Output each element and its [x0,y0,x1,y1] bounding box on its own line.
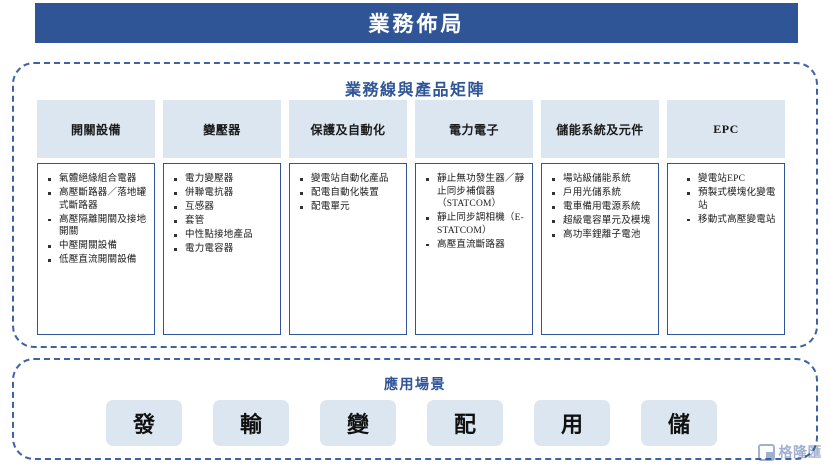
page-title-banner: 業務佈局 [35,3,798,43]
scenario-chip-row: 發 輸 變 配 用 儲 [106,400,717,446]
product-list-item: 戶用光儲系統 [546,187,654,200]
product-list: 氣體絕緣組合電器 高壓斷路器／落地罐式斷路器 高壓隔離開關及接地開關 中壓開關設… [42,173,150,267]
business-matrix-title: 業務線與產品矩陣 [344,82,485,99]
page-title: 業務佈局 [368,12,465,36]
scenario-chip-distribution: 配 [427,400,503,446]
product-list-item: 高壓直流斷路器 [420,239,528,252]
product-list-item: 氣體絕緣組合電器 [42,173,150,186]
product-list-item: 移動式高壓變電站 [672,214,780,227]
product-list-item: 電力電容器 [168,243,276,256]
watermark: 格隆匯 [757,442,823,462]
product-list-item: 高功率鋰離子電池 [546,229,654,242]
product-list-item: 靜止同步調相機（E-STATCOM） [420,212,528,237]
product-list-item: 高壓斷路器／落地罐式斷路器 [42,187,150,212]
business-matrix-section: 業務線與產品矩陣 開關設備 氣體絕緣組合電器 高壓斷路器／落地罐式斷路器 高壓隔… [12,62,818,348]
gelonghui-logo-icon [757,443,775,461]
product-list-item: 靜止無功發生器／靜止同步補償器（STATCOM） [420,173,528,211]
product-list-item: 中壓開關設備 [42,240,150,253]
product-column-body: 靜止無功發生器／靜止同步補償器（STATCOM） 靜止同步調相機（E-STATC… [415,163,533,335]
scenario-chip-storage: 儲 [641,400,717,446]
product-column-header: 變壓器 [163,100,281,158]
product-column-transformer: 變壓器 電力變壓器 併聯電抗器 互感器 套管 中性點接地產品 電力電容器 [163,100,281,335]
product-column-protection-automation: 保護及自動化 變電站自動化產品 配電自動化裝置 配電單元 [289,100,407,335]
product-column-body: 氣體絕緣組合電器 高壓斷路器／落地罐式斷路器 高壓隔離開關及接地開關 中壓開關設… [37,163,155,335]
product-column-power-electronics: 電力電子 靜止無功發生器／靜止同步補償器（STATCOM） 靜止同步調相機（E-… [415,100,533,335]
product-list-item: 電車備用電源系統 [546,201,654,214]
product-list-item: 互感器 [168,201,276,214]
product-list-item: 高壓隔離開關及接地開關 [42,214,150,239]
product-column-body: 變電站EPC 預製式模塊化變電站 移動式高壓變電站 [667,163,785,335]
product-column-header: 儲能系統及元件 [541,100,659,158]
product-list: 場站級儲能系統 戶用光儲系統 電車備用電源系統 超級電容單元及模塊 高功率鋰離子… [546,173,654,242]
product-column-epc: EPC 變電站EPC 預製式模塊化變電站 移動式高壓變電站 [667,100,785,335]
product-list: 變電站EPC 預製式模塊化變電站 移動式高壓變電站 [672,173,780,226]
scenario-chip-generation: 發 [106,400,182,446]
product-list-item: 配電單元 [294,201,402,214]
product-column-header: 開關設備 [37,100,155,158]
watermark-text: 格隆匯 [778,446,822,461]
application-scenarios-section: 應用場景 發 輸 變 配 用 儲 [12,358,818,460]
product-column-switchgear: 開關設備 氣體絕緣組合電器 高壓斷路器／落地罐式斷路器 高壓隔離開關及接地開關 … [37,100,155,335]
product-list-item: 併聯電抗器 [168,187,276,200]
product-list-item: 中性點接地產品 [168,229,276,242]
product-list-item: 低壓直流開關設備 [42,254,150,267]
product-list-item: 場站級儲能系統 [546,173,654,186]
product-column-header: 保護及自動化 [289,100,407,158]
scenario-chip-consumption: 用 [534,400,610,446]
product-list: 靜止無功發生器／靜止同步補償器（STATCOM） 靜止同步調相機（E-STATC… [420,173,528,251]
product-list-item: 預製式模塊化變電站 [672,187,780,212]
product-list-item: 變電站自動化產品 [294,173,402,186]
application-scenarios-title: 應用場景 [384,378,446,393]
product-column-body: 變電站自動化產品 配電自動化裝置 配電單元 [289,163,407,335]
product-list: 電力變壓器 併聯電抗器 互感器 套管 中性點接地產品 電力電容器 [168,173,276,256]
product-list: 變電站自動化產品 配電自動化裝置 配電單元 [294,173,402,214]
product-list-item: 變電站EPC [672,173,780,186]
scenario-chip-transformation: 變 [320,400,396,446]
product-list-item: 超級電容單元及模塊 [546,215,654,228]
product-column-body: 場站級儲能系統 戶用光儲系統 電車備用電源系統 超級電容單元及模塊 高功率鋰離子… [541,163,659,335]
product-list-item: 電力變壓器 [168,173,276,186]
product-list-item: 套管 [168,215,276,228]
product-column-body: 電力變壓器 併聯電抗器 互感器 套管 中性點接地產品 電力電容器 [163,163,281,335]
product-list-item: 配電自動化裝置 [294,187,402,200]
product-column-header: 電力電子 [415,100,533,158]
scenario-chip-transmission: 輸 [213,400,289,446]
product-column-energy-storage: 儲能系統及元件 場站級儲能系統 戶用光儲系統 電車備用電源系統 超級電容單元及模… [541,100,659,335]
product-column-header: EPC [667,100,785,158]
product-columns: 開關設備 氣體絕緣組合電器 高壓斷路器／落地罐式斷路器 高壓隔離開關及接地開關 … [37,100,797,335]
